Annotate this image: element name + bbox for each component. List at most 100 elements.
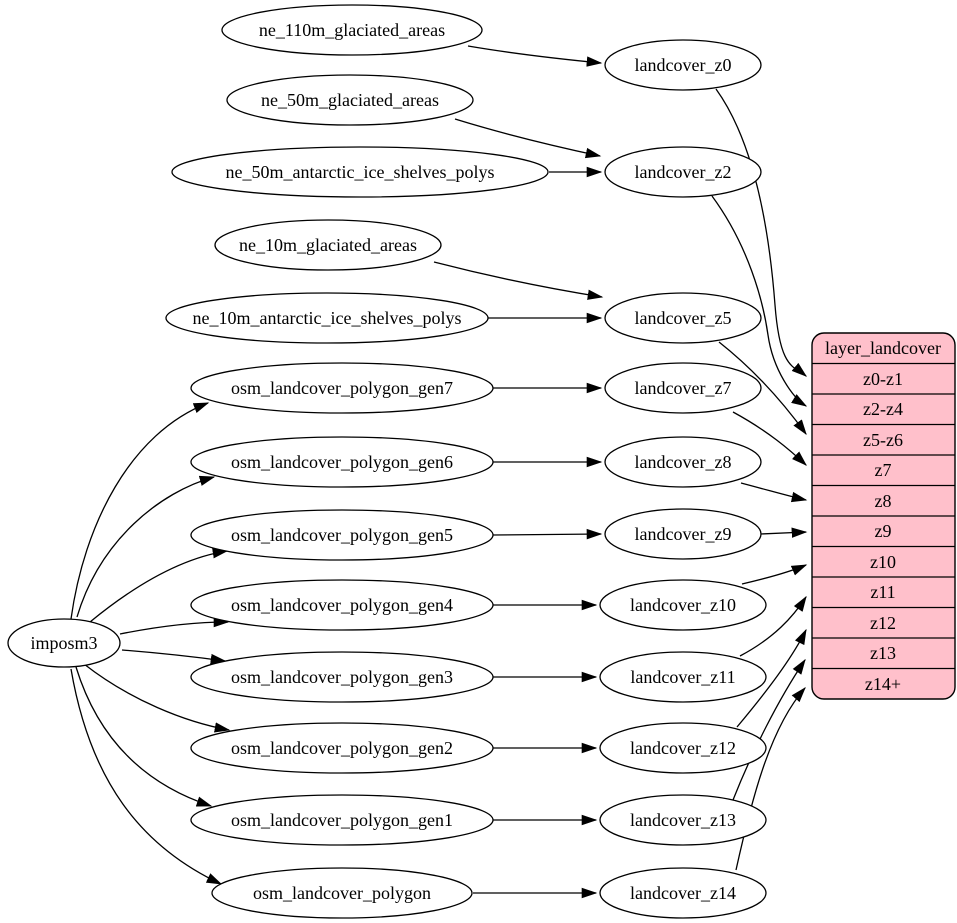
node-label: osm_landcover_polygon_gen3 xyxy=(231,667,453,687)
node-ellipse xyxy=(211,867,473,919)
node-label: landcover_z13 xyxy=(630,810,736,830)
node-ellipse xyxy=(599,651,767,703)
node-label: ne_10m_antarctic_ice_shelves_polys xyxy=(193,308,462,328)
node-label: landcover_z12 xyxy=(630,738,736,758)
edge-imposm3-to-osm-landcover-polygon-gen3 xyxy=(121,649,227,665)
edge-imposm3-to-osm-landcover-polygon-gen6 xyxy=(76,475,216,618)
node-ellipse xyxy=(599,722,767,774)
table-row-z10: z10 xyxy=(870,552,896,572)
node-osm-landcover-polygon-gen6: osm_landcover_polygon_gen6 xyxy=(190,436,494,488)
table-row-z5-z6: z5-z6 xyxy=(863,430,903,450)
edge-landcover-z11-to-row-z11 xyxy=(739,595,807,657)
node-ne-50m-glaciated-areas: ne_50m_glaciated_areas xyxy=(226,74,474,126)
node-osm-landcover-polygon-gen4: osm_landcover_polygon_gen4 xyxy=(190,579,494,631)
node-label: landcover_z5 xyxy=(635,308,732,328)
edge-landcover-z2-to-row-z2-z4 xyxy=(711,195,808,407)
node-ellipse xyxy=(604,362,762,414)
node-landcover-z8: landcover_z8 xyxy=(604,436,762,488)
edge-imposm3-to-osm-landcover-polygon-gen4 xyxy=(119,616,230,635)
node-ellipse xyxy=(604,146,762,198)
table-row-z14plus: z14+ xyxy=(865,674,901,694)
node-label: ne_50m_antarctic_ice_shelves_polys xyxy=(226,162,495,182)
edge-ne-50m-glaciated-areas-to-landcover-z2 xyxy=(454,118,602,159)
node-label: osm_landcover_polygon_gen5 xyxy=(231,525,453,545)
node-imposm3: imposm3 xyxy=(7,618,121,668)
node-ellipse xyxy=(190,579,494,631)
table-layer-landcover: layer_landcover z0-z1 z2-z4 z5-z6 z7 z8 … xyxy=(811,332,956,700)
edge-landcover-z13-to-row-z13 xyxy=(732,658,806,801)
node-label: landcover_z10 xyxy=(630,595,736,615)
node-label: ne_10m_glaciated_areas xyxy=(239,235,417,255)
node-ellipse xyxy=(190,651,494,703)
node-ellipse xyxy=(604,39,762,91)
table-row-z0-z1: z0-z1 xyxy=(863,369,903,389)
edge-imposm3-to-osm-landcover-polygon-gen1 xyxy=(75,666,213,807)
node-label: landcover_z11 xyxy=(630,667,735,687)
edge-landcover-z8-to-row-z8 xyxy=(740,482,808,503)
node-landcover-z11: landcover_z11 xyxy=(599,651,767,703)
node-landcover-z7: landcover_z7 xyxy=(604,362,762,414)
node-label: landcover_z0 xyxy=(635,55,732,75)
edge-landcover-z10-to-row-z10 xyxy=(741,564,808,585)
node-label: landcover_z7 xyxy=(635,378,732,398)
table-row-z9: z9 xyxy=(875,521,892,541)
edge-layer xyxy=(70,45,808,899)
node-label: osm_landcover_polygon_gen6 xyxy=(231,452,453,472)
table-row-z8: z8 xyxy=(875,491,892,511)
node-label: landcover_z14 xyxy=(630,883,736,903)
node-ne-10m-glaciated-areas: ne_10m_glaciated_areas xyxy=(214,219,442,271)
edge-osm-gen5-to-landcover-z9 xyxy=(492,528,603,540)
node-label: osm_landcover_polygon xyxy=(253,883,431,903)
node-label: landcover_z8 xyxy=(635,452,732,472)
table-row-z11: z11 xyxy=(870,582,895,602)
node-ellipse xyxy=(190,509,494,561)
node-osm-landcover-polygon-gen3: osm_landcover_polygon_gen3 xyxy=(190,651,494,703)
node-ellipse xyxy=(604,292,762,344)
node-ellipse xyxy=(190,436,494,488)
node-label: osm_landcover_polygon_gen1 xyxy=(231,810,453,830)
node-label: osm_landcover_polygon_gen4 xyxy=(231,595,453,615)
edge-landcover-z0-to-row-z0-z1 xyxy=(715,88,807,377)
node-landcover-z13: landcover_z13 xyxy=(599,794,767,846)
node-ellipse xyxy=(604,508,762,560)
node-ellipse xyxy=(604,436,762,488)
edge-ne-110m-glaciated-areas-to-landcover-z0 xyxy=(467,45,603,67)
edge-landcover-z12-to-row-z12 xyxy=(736,628,807,728)
node-ne-110m-glaciated-areas: ne_110m_glaciated_areas xyxy=(221,4,483,56)
edge-landcover-z9-to-row-z9 xyxy=(760,527,808,538)
node-ellipse xyxy=(7,618,121,668)
edge-landcover-z5-to-row-z5-z6 xyxy=(718,341,807,436)
edge-ne-10m-glaciated-areas-to-landcover-z5 xyxy=(433,261,604,300)
node-label: ne_50m_glaciated_areas xyxy=(261,90,439,110)
node-label: imposm3 xyxy=(30,633,97,653)
node-ellipse xyxy=(214,219,442,271)
node-ellipse xyxy=(190,722,494,774)
node-ellipse xyxy=(165,292,489,344)
edge-imposm3-to-osm-landcover-polygon xyxy=(70,668,223,885)
node-ne-10m-antarctic-ice-shelves-polys: ne_10m_antarctic_ice_shelves_polys xyxy=(165,292,489,344)
node-ne-50m-antarctic-ice-shelves-polys: ne_50m_antarctic_ice_shelves_polys xyxy=(171,146,549,198)
node-label: landcover_z2 xyxy=(635,162,732,182)
node-osm-landcover-polygon-gen5: osm_landcover_polygon_gen5 xyxy=(190,509,494,561)
node-label: osm_landcover_polygon_gen7 xyxy=(231,378,453,398)
node-ellipse xyxy=(190,794,494,846)
table-row-z13: z13 xyxy=(870,643,896,663)
node-ellipse xyxy=(599,579,767,631)
edge-imposm3-to-osm-landcover-polygon-gen7 xyxy=(70,402,210,620)
node-osm-landcover-polygon-gen1: osm_landcover_polygon_gen1 xyxy=(190,794,494,846)
node-landcover-z12: landcover_z12 xyxy=(599,722,767,774)
node-ellipse xyxy=(190,362,494,414)
node-ellipse xyxy=(171,146,549,198)
node-label: osm_landcover_polygon_gen2 xyxy=(231,738,453,758)
table-title: layer_landcover xyxy=(825,338,941,358)
node-landcover-z5: landcover_z5 xyxy=(604,292,762,344)
edge-landcover-z14-to-row-z14plus xyxy=(735,687,806,871)
node-landcover-z10: landcover_z10 xyxy=(599,579,767,631)
node-osm-landcover-polygon-gen2: osm_landcover_polygon_gen2 xyxy=(190,722,494,774)
table-row-z7: z7 xyxy=(875,460,892,480)
node-landcover-z14: landcover_z14 xyxy=(599,867,767,919)
node-ellipse xyxy=(221,4,483,56)
edge-landcover-z7-to-row-z7 xyxy=(732,411,807,466)
